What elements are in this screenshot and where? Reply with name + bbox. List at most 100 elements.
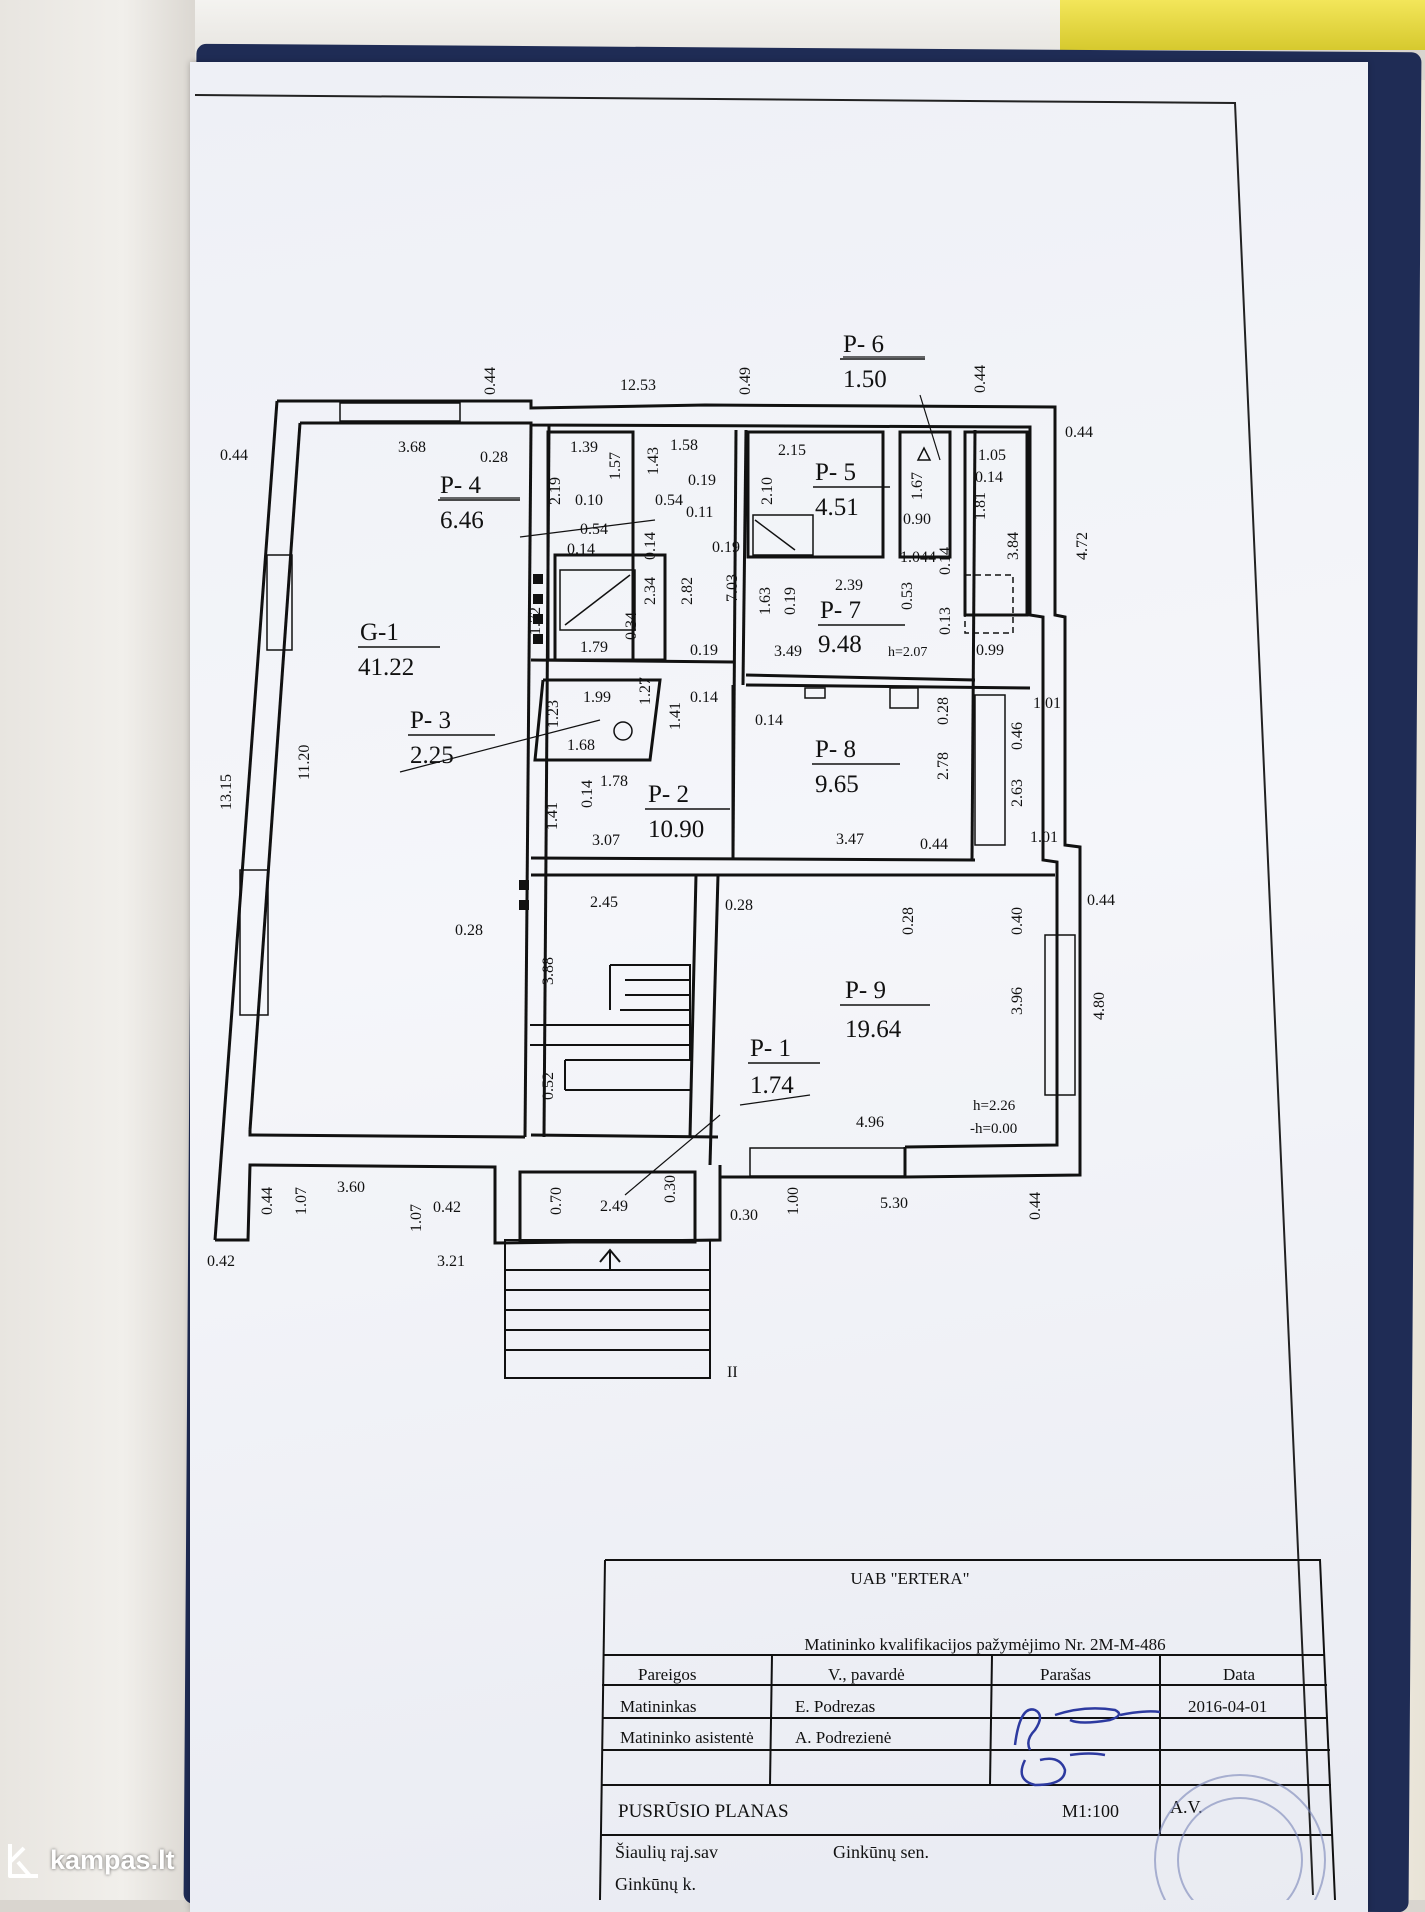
dimension-label: 0.28 bbox=[725, 897, 753, 914]
room-p3-area: 2.25 bbox=[410, 742, 454, 769]
dimension-label: 2.49 bbox=[600, 1198, 628, 1215]
dimension-label: 0.14 bbox=[975, 469, 1003, 486]
dimension-label: 11.20 bbox=[296, 745, 313, 780]
dimension-label: 1.044 bbox=[900, 549, 936, 566]
tb-eldership: Ginkūnų sen. bbox=[833, 1842, 929, 1862]
room-p8-area: 9.65 bbox=[815, 771, 859, 798]
fixture-marks bbox=[519, 574, 543, 910]
dimension-label: 2.78 bbox=[935, 752, 952, 780]
dimension-label: 3.84 bbox=[1005, 532, 1022, 560]
dimension-label: 0.42 bbox=[433, 1199, 461, 1216]
dimension-label: 0.40 bbox=[1009, 907, 1026, 935]
dimension-label: 3.60 bbox=[337, 1179, 365, 1196]
dimension-label: 0.44 bbox=[972, 365, 989, 393]
dimension-label: 0.28 bbox=[480, 449, 508, 466]
tb-license: Matininko kvalifikacijos pažymėjimo Nr. … bbox=[804, 1635, 1165, 1654]
dimension-label: 0.44 bbox=[1087, 892, 1115, 909]
kampas-logo-icon bbox=[8, 1844, 38, 1878]
dimension-label: 0.44 bbox=[920, 836, 948, 853]
tb-row1-name: E. Podrezas bbox=[795, 1697, 875, 1716]
leader-lines bbox=[399, 356, 941, 1196]
room-p2-area: 10.90 bbox=[648, 816, 704, 843]
dimension-label: 0.44 bbox=[1027, 1192, 1044, 1220]
dimension-label: 0.54 bbox=[580, 521, 608, 538]
tb-col-role: Pareigos bbox=[638, 1665, 697, 1684]
dimension-label: 5.30 bbox=[880, 1195, 908, 1212]
tb-village: Ginkūnų k. bbox=[615, 1874, 696, 1894]
tb-row1-role: Matininkas bbox=[620, 1697, 697, 1716]
dimension-label: 3.47 bbox=[836, 831, 864, 848]
dimension-label: 0.19 bbox=[782, 587, 799, 615]
dimension-label: 2.45 bbox=[590, 894, 618, 911]
fixtures bbox=[559, 446, 1014, 741]
tb-row1-date: 2016-04-01 bbox=[1188, 1697, 1267, 1716]
room-p9-height: h=2.26 bbox=[973, 1098, 1016, 1114]
dimension-label: 0.19 bbox=[690, 642, 718, 659]
room-p6-area: 1.50 bbox=[843, 366, 887, 393]
dimension-label: 1.58 bbox=[670, 437, 698, 454]
dimension-label: 0.13 bbox=[937, 607, 954, 635]
dimension-label: 0.14 bbox=[642, 532, 659, 560]
dimension-label: 0.54 bbox=[655, 492, 683, 509]
dimension-label: 2.15 bbox=[778, 442, 806, 459]
dimension-label: 0.14 bbox=[690, 689, 718, 706]
dimension-label: 1.72 bbox=[527, 607, 544, 635]
dimension-label: 1.39 bbox=[570, 439, 598, 456]
stamp-seal bbox=[1154, 1774, 1326, 1900]
room-p5-area: 4.51 bbox=[815, 494, 859, 521]
dimension-label: 0.46 bbox=[1009, 722, 1026, 750]
walls bbox=[213, 399, 1082, 1245]
dimension-label: 1.23 bbox=[545, 700, 562, 728]
dimension-label: 4.96 bbox=[856, 1114, 884, 1131]
dimension-label: 4.80 bbox=[1091, 992, 1108, 1020]
dimension-label: 1.01 bbox=[1033, 695, 1061, 712]
kampas-logo: kampas.lt bbox=[4, 1838, 175, 1882]
dimension-label: II bbox=[727, 1364, 738, 1381]
plan-sheet bbox=[190, 62, 1368, 1912]
dimension-label: 2.34 bbox=[642, 577, 659, 605]
dimension-label: 1.00 bbox=[785, 1187, 802, 1215]
kampas-logo-text: kampas.lt bbox=[50, 1844, 175, 1875]
dimension-label: 1.63 bbox=[757, 587, 774, 615]
dimension-label: 0.34 bbox=[623, 612, 640, 640]
dimension-label: 0.28 bbox=[935, 697, 952, 725]
dimension-label: 3.68 bbox=[398, 439, 426, 456]
room-g1-area: 41.22 bbox=[358, 654, 414, 681]
dimension-label: 1.78 bbox=[600, 773, 628, 790]
signature bbox=[1013, 1707, 1161, 1787]
dimension-label: 7.03 bbox=[724, 574, 741, 602]
title-block-text: UAB "ERTERA" Matininko kvalifikacijos pa… bbox=[615, 1569, 1267, 1894]
room-p1-id: P- 1 bbox=[750, 1035, 791, 1062]
dimension-label: 0.14 bbox=[937, 547, 954, 575]
dimension-label: 1.81 bbox=[972, 492, 989, 520]
dimension-label: 2.10 bbox=[759, 477, 776, 505]
tb-col-sign: Parašas bbox=[1040, 1665, 1091, 1684]
dimension-label: 1.67 bbox=[909, 472, 926, 500]
dimension-label: 0.30 bbox=[662, 1175, 679, 1203]
dimension-label: 3.07 bbox=[592, 832, 620, 849]
background-paper-left bbox=[0, 0, 205, 1900]
dimension-label: 2.19 bbox=[547, 477, 564, 505]
room-p5-id: P- 5 bbox=[815, 459, 856, 486]
dimension-label: 0.70 bbox=[548, 1187, 565, 1215]
room-p6-id: P- 6 bbox=[843, 331, 884, 358]
room-label-underlines bbox=[358, 358, 930, 1064]
room-p7-height: h=2.07 bbox=[888, 645, 927, 660]
tb-col-name: V., pavardė bbox=[828, 1665, 905, 1684]
room-p3-id: P- 3 bbox=[410, 707, 451, 734]
room-p4-id: P- 4 bbox=[440, 472, 481, 499]
dimension-label: 4.72 bbox=[1074, 532, 1091, 560]
dimension-label: 0.44 bbox=[259, 1187, 276, 1215]
dimension-label: 0.10 bbox=[575, 492, 603, 509]
tb-col-date: Data bbox=[1223, 1665, 1256, 1684]
dimension-label: 2.82 bbox=[679, 577, 696, 605]
dimension-label: 2.63 bbox=[1009, 779, 1026, 807]
yellow-folder bbox=[1060, 0, 1425, 50]
dimension-label: 3.96 bbox=[1009, 987, 1026, 1015]
dimension-label: 1.57 bbox=[607, 452, 624, 480]
room-p4-area: 6.46 bbox=[440, 507, 484, 534]
dimension-label: 1.27 bbox=[637, 677, 654, 705]
dimension-label: 3.88 bbox=[540, 957, 557, 985]
